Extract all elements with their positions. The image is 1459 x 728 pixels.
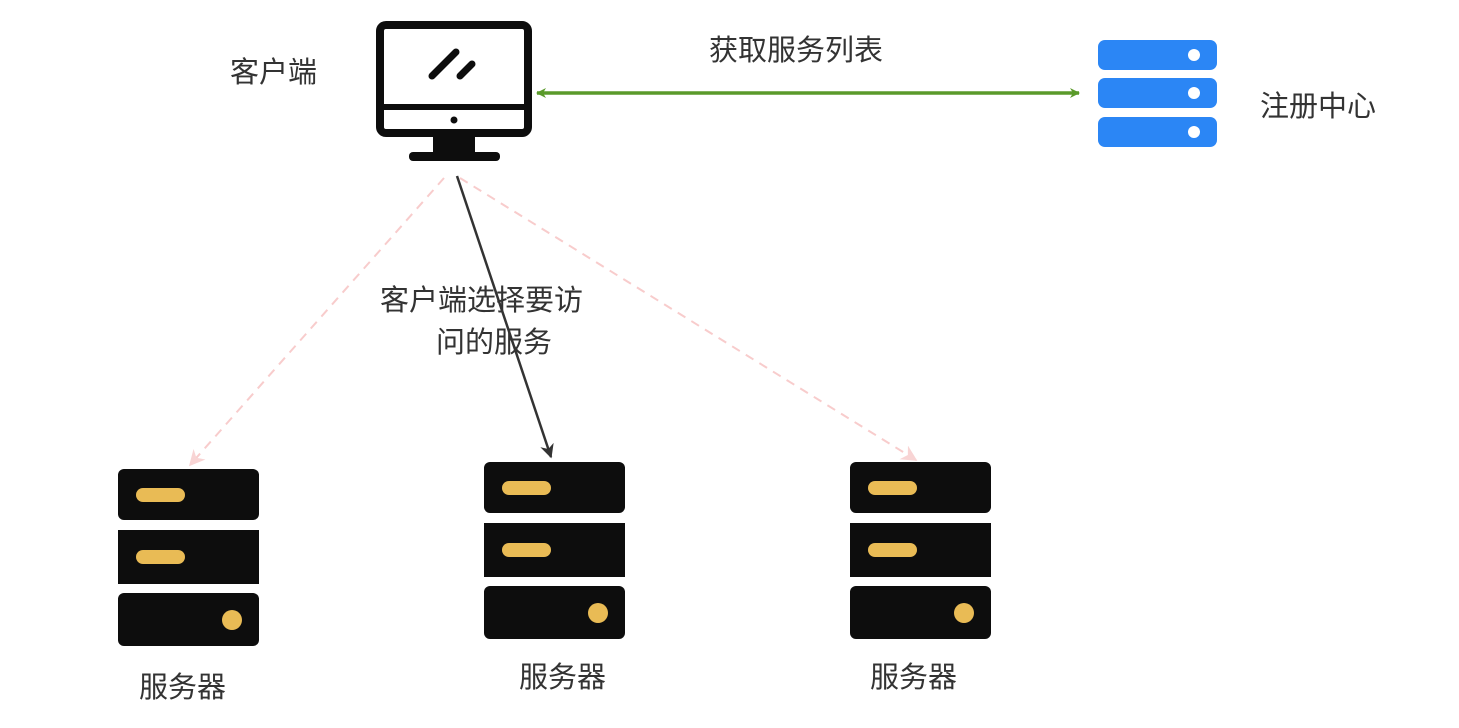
server-stack-icon [1098, 40, 1217, 147]
server-icon [118, 469, 259, 646]
server-icon [484, 462, 625, 639]
edge-select-label-line2: 问的服务 [436, 325, 552, 359]
edge-client-server-2 [455, 175, 554, 459]
edge-fetch-label: 获取服务列表 [709, 33, 883, 67]
edge-select-label-line1: 客户端选择要访 [380, 283, 583, 317]
server-1-label: 服务器 [139, 670, 226, 704]
edge-client-server-1 [188, 177, 445, 467]
registry-label: 注册中心 [1260, 89, 1376, 123]
edge-client-server-3 [459, 177, 918, 461]
client-label: 客户端 [230, 55, 317, 89]
monitor-icon [376, 21, 532, 161]
server-3-label: 服务器 [870, 660, 957, 694]
server-2-label: 服务器 [519, 660, 606, 694]
server-icon [850, 462, 991, 639]
